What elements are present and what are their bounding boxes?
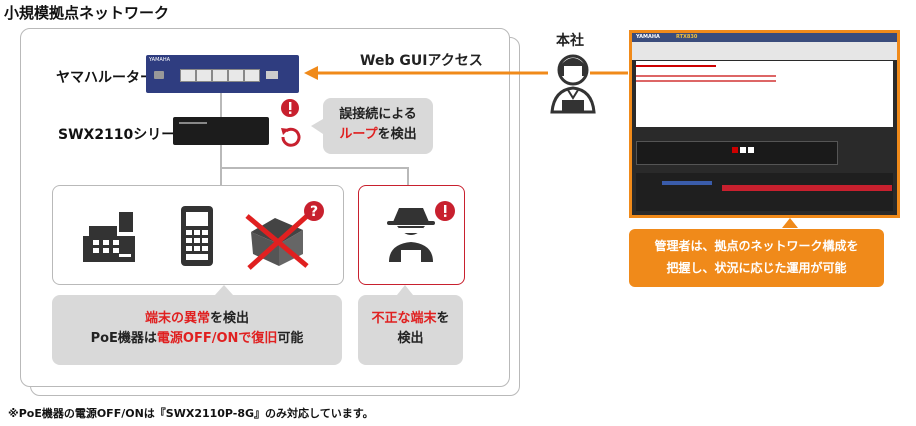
- illegal-terminal-box: [358, 185, 465, 285]
- loop-bubble-line1: 誤接続による: [339, 107, 417, 122]
- router-device: YAMAHA: [146, 55, 299, 93]
- router-label: ヤマハルーター: [56, 70, 154, 86]
- admin-callout-line1: 管理者は、拠点のネットワーク構成を: [654, 239, 859, 253]
- alert-icon: [280, 98, 300, 122]
- payment-terminal-icon: [177, 204, 217, 272]
- cash-register-icon: [79, 206, 139, 270]
- broken-box-icon: [245, 204, 313, 274]
- admin-callout: 管理者は、拠点のネットワーク構成を 把握し、状況に応じた運用が可能: [629, 229, 884, 287]
- illegal-bubble: 不正な端末を 検出: [358, 295, 463, 365]
- loop-bubble: 誤接続による ループを検出: [323, 98, 433, 154]
- screenshot-brand: YAMAHA: [636, 34, 660, 40]
- terminal-bubble-red2: 電源OFF/ONで復旧: [156, 331, 278, 346]
- switch-label: SWX2110シリーズ: [58, 127, 189, 143]
- hq-label: 本社: [556, 33, 584, 49]
- webgui-screenshot: YAMAHA RTX830: [629, 30, 900, 218]
- svg-text:?: ?: [310, 204, 318, 220]
- alert-icon-illegal: [434, 200, 456, 226]
- terminal-bubble-red1: 端末の異常: [144, 311, 210, 326]
- page-title: 小規模拠点ネットワーク: [4, 4, 170, 22]
- illegal-bubble-line2: 検出: [397, 331, 424, 346]
- admin-callout-line2: 把握し、状況に応じた運用が可能: [666, 261, 847, 275]
- router-brand: YAMAHA: [149, 57, 171, 63]
- terminal-bubble-rest1: を検出: [210, 311, 250, 326]
- loop-bubble-red: ループ: [339, 127, 378, 142]
- terminal-bubble: 端末の異常を検出 PoE機器は電源OFF/ONで復旧可能: [52, 295, 342, 365]
- illegal-bubble-rest: を: [436, 311, 450, 326]
- terminals-box: ?: [52, 185, 344, 285]
- footnote: ※PoE機器の電源OFF/ONは『SWX2110P-8G』のみ対応しています。: [8, 407, 374, 420]
- question-icon: ?: [303, 200, 325, 226]
- terminal-bubble-line2a: PoE機器は: [90, 331, 157, 346]
- hacker-icon: [381, 204, 441, 268]
- loop-arrow-icon: [277, 124, 303, 154]
- admin-person-icon: [548, 52, 598, 118]
- loop-bubble-rest: を検出: [377, 127, 417, 142]
- illegal-bubble-red: 不正な端末: [371, 311, 437, 326]
- terminal-bubble-rest2: 可能: [277, 331, 304, 346]
- switch-device: [173, 117, 269, 145]
- screenshot-model: RTX830: [676, 34, 698, 40]
- webgui-label: Web GUIアクセス: [360, 53, 483, 69]
